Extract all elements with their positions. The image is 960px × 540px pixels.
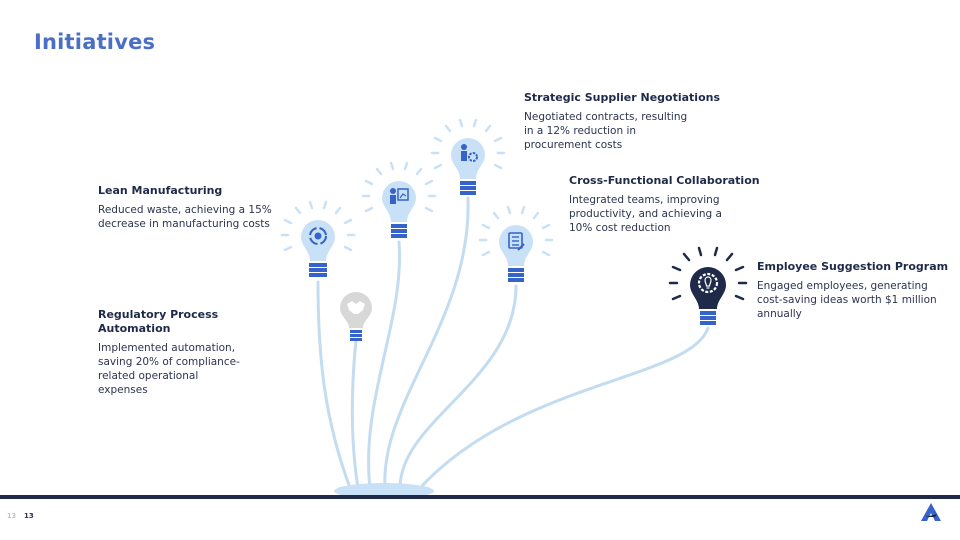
handshake-icon [347, 301, 365, 314]
initiative-description: Implemented automation, saving 20% of co… [98, 342, 240, 396]
brand-a-logo-icon [921, 503, 941, 521]
initiative-cross-functional-collaboration: Cross-Functional Collaboration Integrate… [569, 174, 760, 235]
stem-5 [398, 284, 518, 490]
bulb-employee-suggestion-program [668, 246, 748, 325]
bulb-gear-icon [697, 272, 719, 294]
initiative-lean-manufacturing: Lean Manufacturing Reduced waste, achiev… [98, 184, 283, 231]
bulb-cross-functional-collaboration [478, 205, 554, 282]
initiative-strategic-supplier-negotiations: Strategic Supplier Negotiations Negotiat… [524, 91, 721, 152]
gear-cycle-icon [309, 227, 327, 245]
initiative-description: Reduced waste, achieving a 15% decrease … [98, 204, 272, 230]
person-gear-icon [461, 144, 478, 162]
page-title: Initiatives [34, 30, 156, 54]
stem-3 [367, 240, 402, 490]
bulb-regulatory-process-automation [340, 292, 372, 341]
bulb-rays [280, 200, 356, 252]
checklist-icon [508, 232, 525, 251]
bulb-presentation [361, 161, 437, 238]
bulb-rays [478, 205, 554, 257]
page-number-light: 13 [7, 512, 16, 520]
bulb-strategic-supplier-negotiations [430, 118, 506, 195]
initiative-description: Negotiated contracts, resulting in a 12%… [524, 111, 688, 151]
stem-1 [316, 280, 352, 490]
bulb-stems [316, 196, 710, 490]
stem-2 [350, 338, 360, 490]
footer-divider [0, 495, 960, 499]
initiative-title: Lean Manufacturing [98, 184, 223, 197]
bulb-lean-manufacturing [280, 200, 356, 277]
initiative-title: Strategic Supplier Negotiations [524, 91, 721, 104]
initiative-title: Cross-Functional Collaboration [569, 174, 760, 187]
stem-4 [383, 196, 470, 490]
initiative-description: Integrated teams, improving productivity… [569, 194, 722, 234]
initiative-regulatory-process-automation: Regulatory Process Automation Implemente… [98, 308, 248, 397]
page-number: 13 [24, 512, 34, 520]
bulb-rays [668, 246, 748, 301]
initiative-title: Employee Suggestion Program [757, 260, 949, 273]
stem-6 [418, 326, 710, 490]
initiative-employee-suggestion-program: Employee Suggestion Program Engaged empl… [757, 260, 949, 321]
bulb-rays [361, 161, 437, 213]
initiative-description: Engaged employees, generating cost-savin… [757, 280, 937, 320]
bulb-rays [430, 118, 506, 170]
initiative-title: Regulatory Process Automation [98, 308, 219, 335]
presentation-chart-icon [390, 188, 409, 204]
